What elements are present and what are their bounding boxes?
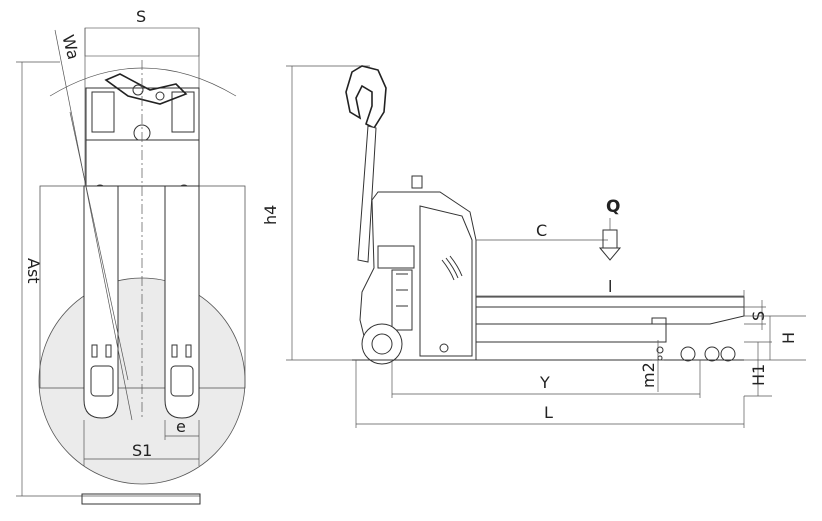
label-y: Y — [539, 373, 550, 392]
label-s1: S1 — [132, 441, 152, 460]
label-h4: h4 — [261, 205, 280, 225]
top-view: S Wa Ast S1 e — [16, 7, 246, 505]
s-width-box — [84, 27, 200, 57]
label-c: C — [536, 221, 547, 240]
label-s-top: S — [136, 7, 146, 26]
label-l-small: l — [608, 277, 612, 296]
label-l-overall: L — [544, 403, 553, 422]
label-h: H — [779, 332, 798, 344]
label-ast: Ast — [24, 258, 43, 284]
label-wa: Wa — [58, 33, 83, 62]
label-e: e — [176, 417, 186, 436]
label-q: Q — [606, 197, 620, 217]
side-view: h4 C — [261, 65, 806, 428]
label-h1: H1 — [749, 364, 768, 386]
label-m2: m2 — [639, 362, 658, 388]
